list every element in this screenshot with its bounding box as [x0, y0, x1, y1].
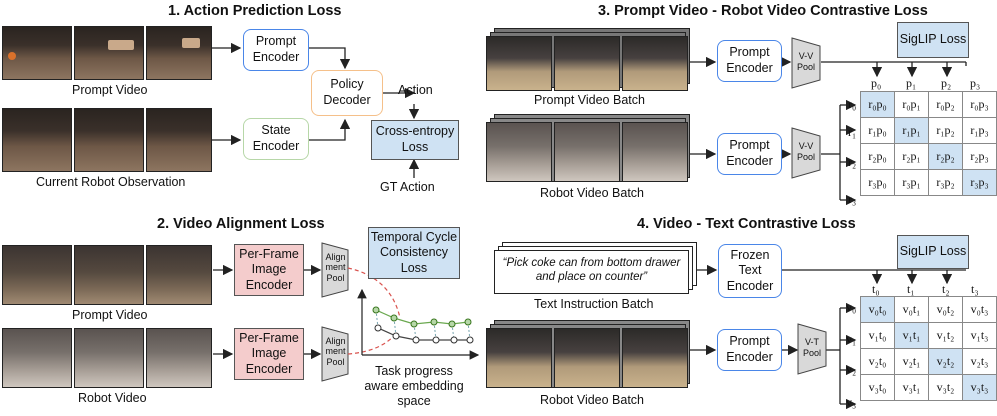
per-frame-image-encoder-top: Per-Frame Image Encoder — [234, 244, 304, 296]
matrix3-cell: r₃p₂ — [928, 169, 963, 196]
instruction-text: “Pick coke can from bottom drawer and pl… — [502, 257, 681, 284]
matrix4-cell: v₀t₂ — [928, 296, 963, 323]
row-label-r3: r₃ — [848, 192, 857, 206]
policy-decoder: Policy Decoder — [311, 70, 383, 116]
row-label-r1: r₁ — [848, 125, 857, 139]
section1-title: 1. Action Prediction Loss — [168, 3, 342, 19]
alignment-dashed-bottom — [347, 334, 396, 355]
col-label-t3: t₃ — [971, 282, 979, 296]
section1-state-encoder: State Encoder — [243, 118, 309, 160]
vv-pool-top-label: V-V Pool — [796, 51, 815, 72]
alignment-pool-top-label: Align ment Pool — [325, 252, 346, 283]
matrix3-cell: r₀p₀ — [860, 91, 895, 118]
alignment-pool-bottom-shape — [321, 326, 349, 382]
vt-pool-shape — [797, 323, 827, 375]
row-label-v1: v₁ — [846, 332, 857, 346]
section4-siglip-loss: SigLIP Loss — [897, 235, 969, 269]
col-label-t0: t₀ — [872, 282, 880, 296]
matrix4-cell: v₁t₂ — [928, 322, 963, 349]
prompt-robot-similarity-matrix: r₀p₀ r₀p₁ r₀p₂ r₀p₃ r₁p₀ r₁p₁ r₁p₂ r₁p₃ … — [860, 91, 997, 196]
per-frame-image-encoder-bottom: Per-Frame Image Encoder — [234, 328, 304, 380]
matrix4-cell: v₂t₃ — [962, 348, 997, 375]
row-label-r0: r₀ — [848, 97, 857, 111]
section2-arrows — [213, 264, 322, 360]
text-instruction-batch-caption: Text Instruction Batch — [534, 297, 654, 311]
matrix4-cell: v₂t₀ — [860, 348, 895, 375]
section3-robot-batch-caption: Robot Video Batch — [540, 186, 645, 200]
matrix3-cell: r₃p₁ — [894, 169, 929, 196]
alignment-pool-bottom-label: Align ment Pool — [325, 336, 346, 367]
row-label-v3: v₃ — [846, 395, 857, 409]
embedding-space-caption: Task progress aware embedding space — [364, 364, 464, 408]
matrix4-cell: v₂t₂ — [928, 348, 963, 375]
matrix3-cell: r₁p₀ — [860, 117, 895, 144]
col-label-p3: p₃ — [970, 76, 981, 90]
row-label-v2: v₂ — [846, 362, 857, 376]
matrix3-cell: r₂p₂ — [928, 143, 963, 170]
section1-current-obs-caption: Current Robot Observation — [36, 175, 186, 189]
matrix4-cell: v₃t₁ — [894, 374, 929, 401]
matrix3-cell: r₀p₂ — [928, 91, 963, 118]
matrix4-cell: v₃t₀ — [860, 374, 895, 401]
matrix3-cell: r₁p₁ — [894, 117, 929, 144]
matrix4-cell: v₀t₃ — [962, 296, 997, 323]
frozen-text-encoder: Frozen Text Encoder — [718, 244, 782, 298]
section4-prompt-encoder: Prompt Encoder — [717, 329, 782, 371]
matrix4-cell: v₁t₀ — [860, 322, 895, 349]
section1-prompt-encoder: Prompt Encoder — [243, 29, 309, 71]
row-label-r2: r₂ — [848, 155, 857, 169]
temporal-cycle-consistency-loss: Temporal Cycle Consistency Loss — [368, 227, 460, 279]
matrix3-cell: r₂p₀ — [860, 143, 895, 170]
matrix4-cell: v₁t₃ — [962, 322, 997, 349]
matrix4-cell: v₁t₁ — [894, 322, 929, 349]
col-label-p0: p₀ — [871, 76, 882, 90]
section3-prompt-encoder-top: Prompt Encoder — [717, 40, 782, 82]
matrix3-cell: r₀p₁ — [894, 91, 929, 118]
col-label-p1: p₁ — [906, 76, 917, 90]
matrix3-cell: r₁p₃ — [962, 117, 997, 144]
matrix3-cell: r₃p₀ — [860, 169, 895, 196]
section4-robot-batch-caption: Robot Video Batch — [540, 393, 645, 407]
col-label-t2: t₂ — [942, 282, 950, 296]
matrix3-cell: r₂p₁ — [894, 143, 929, 170]
gt-action-label: GT Action — [380, 180, 435, 194]
section3-siglip-loss: SigLIP Loss — [897, 22, 969, 58]
section3-title: 3. Prompt Video - Robot Video Contrastiv… — [598, 3, 928, 19]
matrix4-cell: v₂t₁ — [894, 348, 929, 375]
row-label-v0: v₀ — [846, 300, 857, 314]
prompt-video-batch-caption: Prompt Video Batch — [534, 93, 645, 107]
matrix3-cell: r₂p₃ — [962, 143, 997, 170]
embedding-plot — [357, 288, 480, 360]
cross-entropy-loss: Cross-entropy Loss — [371, 120, 459, 160]
section1-arrows — [212, 42, 420, 178]
matrix4-cell: v₀t₁ — [894, 296, 929, 323]
section4-title: 4. Video - Text Contrastive Loss — [637, 216, 856, 232]
matrix3-cell: r₀p₃ — [962, 91, 997, 118]
section4-arrows — [690, 264, 966, 410]
matrix4-cell: v₀t₀ — [860, 296, 895, 323]
matrix4-cell: v₃t₂ — [928, 374, 963, 401]
section2-prompt-video-caption: Prompt Video — [72, 308, 148, 322]
vv-pool-top-shape — [791, 37, 821, 89]
section1-prompt-video-caption: Prompt Video — [72, 83, 148, 97]
section3-arrows — [690, 56, 967, 206]
vt-pool-label: V-T Pool — [802, 337, 821, 358]
matrix3-cell: r₁p₂ — [928, 117, 963, 144]
video-text-similarity-matrix: v₀t₀ v₀t₁ v₀t₂ v₀t₃ v₁t₀ v₁t₁ v₁t₂ v₁t₃ … — [860, 296, 997, 401]
col-label-p2: p₂ — [941, 76, 952, 90]
vv-pool-bottom-label: V-V Pool — [796, 141, 815, 162]
alignment-dashed-top — [347, 267, 401, 319]
col-label-t1: t₁ — [907, 282, 915, 296]
matrix4-cell: v₃t₃ — [962, 374, 997, 401]
section3-prompt-encoder-bottom: Prompt Encoder — [717, 133, 782, 175]
matrix3-cell: r₃p₃ — [962, 169, 997, 196]
section2-robot-video-caption: Robot Video — [78, 391, 147, 405]
action-label: Action — [398, 83, 433, 97]
section2-title: 2. Video Alignment Loss — [157, 216, 325, 232]
vv-pool-bottom-shape — [791, 127, 821, 179]
alignment-pool-top-shape — [321, 242, 349, 298]
